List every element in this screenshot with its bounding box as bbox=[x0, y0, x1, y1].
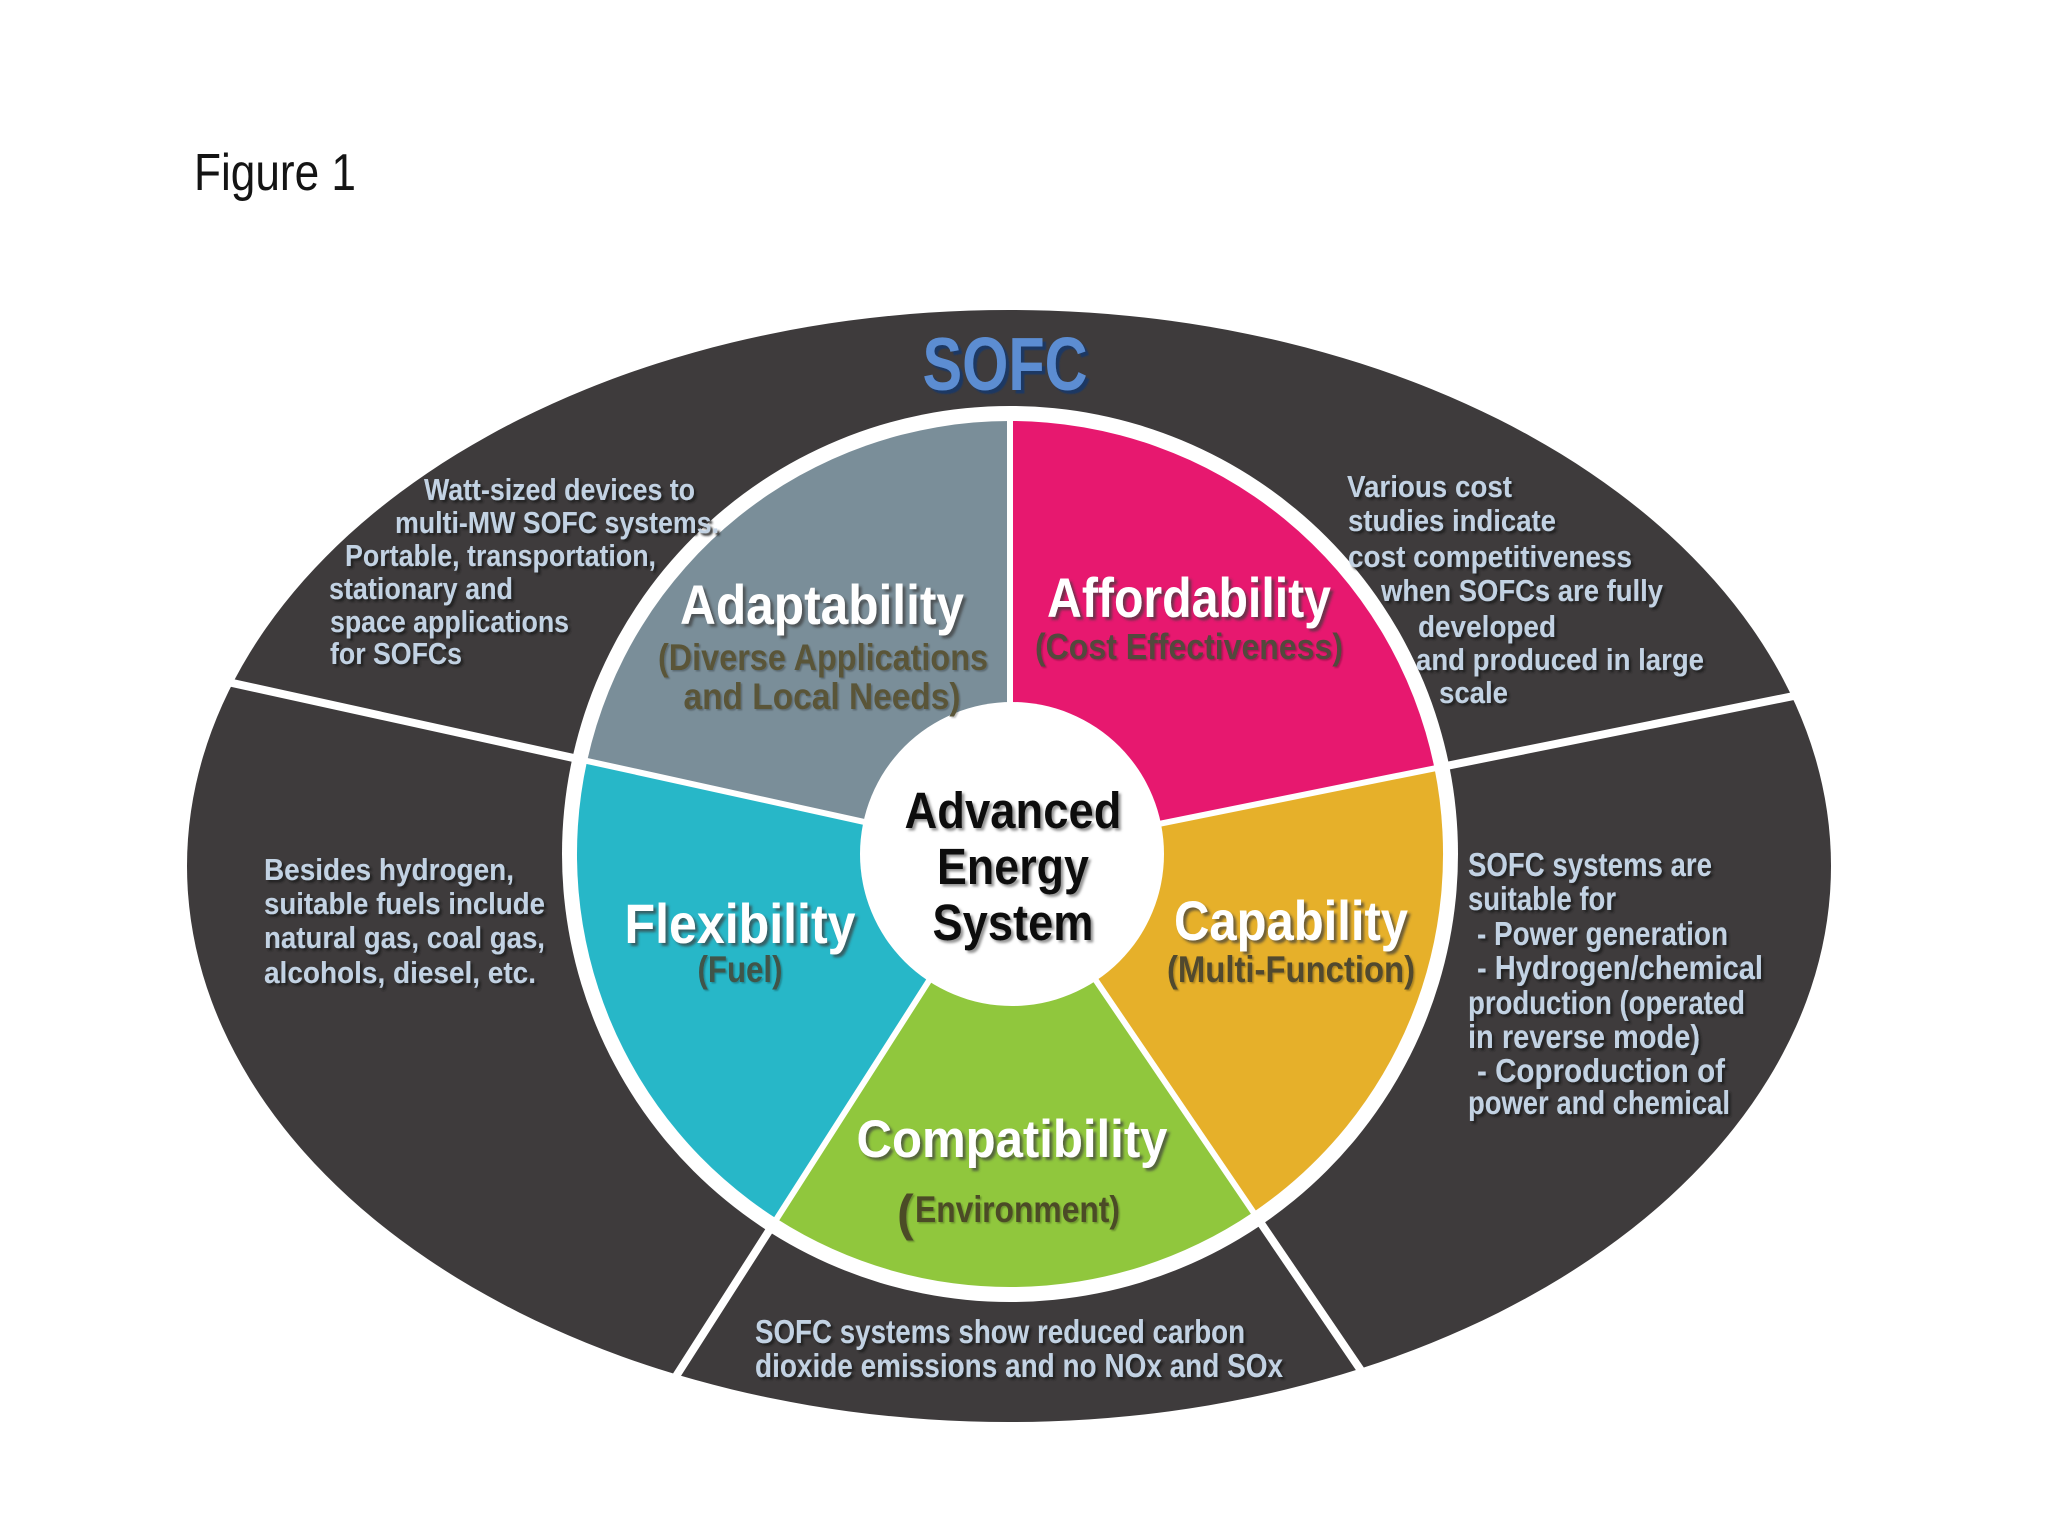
svg-text:Flexibility: Flexibility bbox=[625, 892, 856, 955]
svg-text:dioxide emissions and no NOx a: dioxide emissions and no NOx and SOx bbox=[755, 1347, 1284, 1384]
svg-text:Besides hydrogen,: Besides hydrogen, bbox=[264, 852, 514, 887]
svg-text:(: ( bbox=[897, 1185, 914, 1241]
svg-text:- Coproduction of: - Coproduction of bbox=[1477, 1052, 1726, 1089]
svg-text:Environment): Environment) bbox=[915, 1189, 1120, 1230]
svg-text:- Hydrogen/chemical: - Hydrogen/chemical bbox=[1477, 949, 1763, 986]
svg-text:cost competitiveness: cost competitiveness bbox=[1348, 539, 1632, 574]
svg-text:Capability: Capability bbox=[1174, 889, 1408, 952]
svg-text:SOFC systems show reduced carb: SOFC systems show reduced carbon bbox=[755, 1313, 1245, 1350]
svg-text:Various cost: Various cost bbox=[1347, 469, 1512, 504]
svg-text:space applications: space applications bbox=[330, 604, 569, 639]
svg-text:when SOFCs are fully: when SOFCs are fully bbox=[1380, 573, 1664, 608]
svg-text:Adaptability: Adaptability bbox=[680, 573, 964, 636]
svg-text:studies indicate: studies indicate bbox=[1348, 503, 1556, 538]
svg-text:and Local Needs): and Local Needs) bbox=[684, 676, 961, 717]
svg-text:(Multi-Function): (Multi-Function) bbox=[1167, 949, 1415, 990]
svg-text:Compatibility: Compatibility bbox=[857, 1110, 1168, 1169]
svg-text:Portable, transportation,: Portable, transportation, bbox=[345, 538, 656, 573]
svg-text:production (operated: production (operated bbox=[1468, 984, 1745, 1021]
svg-text:for SOFCs: for SOFCs bbox=[330, 636, 462, 671]
svg-text:(Fuel): (Fuel) bbox=[698, 949, 783, 990]
svg-text:(Diverse Applications: (Diverse Applications bbox=[658, 637, 988, 678]
svg-text:alcohols, diesel, etc.: alcohols, diesel, etc. bbox=[264, 955, 536, 990]
svg-text:- Power generation: - Power generation bbox=[1477, 915, 1728, 952]
svg-text:suitable for: suitable for bbox=[1468, 880, 1616, 917]
svg-text:Advanced: Advanced bbox=[905, 782, 1122, 839]
svg-text:in reverse mode): in reverse mode) bbox=[1468, 1018, 1700, 1055]
svg-text:SOFC systems are: SOFC systems are bbox=[1468, 846, 1712, 883]
svg-text:System: System bbox=[933, 894, 1094, 951]
svg-text:Affordability: Affordability bbox=[1047, 566, 1331, 629]
svg-text:multi-MW SOFC systems.: multi-MW SOFC systems. bbox=[395, 505, 719, 540]
svg-text:(Cost Effectiveness): (Cost Effectiveness) bbox=[1035, 626, 1343, 667]
svg-text:and produced in large: and produced in large bbox=[1416, 642, 1704, 677]
svg-text:Figure 1: Figure 1 bbox=[194, 144, 356, 202]
svg-text:natural gas, coal gas,: natural gas, coal gas, bbox=[264, 920, 545, 955]
svg-text:scale: scale bbox=[1439, 675, 1508, 710]
svg-text:suitable fuels include: suitable fuels include bbox=[264, 886, 545, 921]
svg-text:developed: developed bbox=[1418, 609, 1556, 644]
svg-text:Watt-sized devices to: Watt-sized devices to bbox=[424, 472, 695, 507]
svg-text:Energy: Energy bbox=[937, 838, 1090, 895]
svg-text:SOFC: SOFC bbox=[923, 322, 1088, 406]
svg-text:stationary and: stationary and bbox=[329, 571, 513, 606]
svg-text:power and chemical: power and chemical bbox=[1468, 1084, 1730, 1121]
